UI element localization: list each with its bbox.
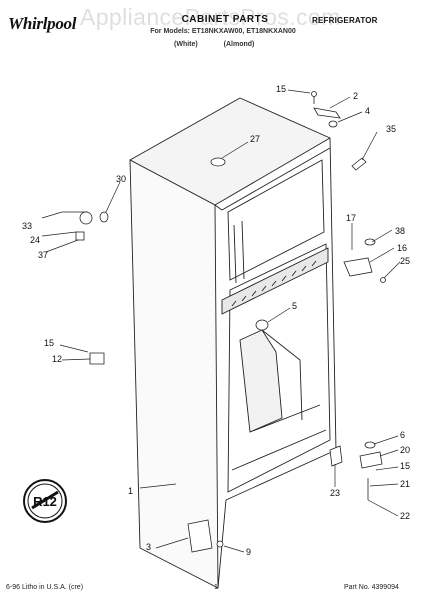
liner-shelf	[239, 329, 283, 433]
callout-12: 12	[52, 354, 63, 364]
callout-30: 30	[116, 174, 127, 184]
brand-logo: Whirlpool	[8, 14, 77, 33]
callout-9: 9	[246, 547, 252, 557]
color-variants: (White) (Almond)	[174, 41, 278, 48]
callout-24: 24	[30, 235, 41, 245]
variant-almond: (Almond)	[223, 41, 255, 48]
callout-17: 17	[346, 213, 357, 223]
callout-33: 33	[22, 221, 33, 231]
center-hinge-part	[343, 257, 373, 277]
leveling-leg-part	[187, 519, 213, 553]
callout-1: 1	[128, 486, 134, 496]
callout-16: 16	[397, 243, 408, 253]
bolt-part	[351, 157, 367, 171]
callout-23: 23	[330, 488, 341, 498]
callout-35: 35	[386, 124, 397, 134]
litho-note: 6-96 Litho in U.S.A. (cre)	[6, 584, 84, 591]
callout-25: 25	[400, 256, 411, 266]
variant-white: (White)	[174, 41, 198, 48]
callout-22: 22	[400, 511, 411, 521]
washer-part	[328, 120, 338, 128]
bracket-part	[79, 211, 93, 225]
door-stop-part	[255, 319, 269, 331]
diagram-title: CABINET PARTS	[181, 14, 269, 25]
model-numbers: For Models: ET18NKXAW00, ET18NKXAN00	[150, 28, 296, 35]
cap-part	[99, 211, 109, 223]
freezer-opening	[227, 159, 325, 281]
part-number: Part No. 4399094	[344, 584, 399, 591]
r12-badge-label: R12	[33, 494, 57, 509]
callout-20: 20	[400, 445, 411, 455]
top-hinge-part	[313, 107, 341, 119]
bushing-part	[75, 231, 85, 241]
callout-37: 37	[38, 250, 49, 260]
mullion	[221, 247, 329, 315]
screw-part	[311, 91, 317, 97]
r12-refrigerant-badge: R12	[23, 479, 67, 523]
door-closure-part	[89, 352, 105, 365]
appliance-category: REFRIGERATOR	[312, 16, 378, 25]
watermark-text: AppliancePartsPros.com	[80, 4, 341, 30]
bottom-bracket-part	[329, 445, 343, 467]
callout-5: 5	[292, 301, 298, 311]
callout-15: 15	[44, 338, 55, 348]
bottom-hinge-part	[359, 451, 383, 469]
callout-6: 6	[400, 430, 406, 440]
callout-21: 21	[400, 479, 411, 489]
callout-4: 4	[365, 106, 371, 116]
callout-15: 15	[276, 84, 287, 94]
callout-38: 38	[395, 226, 406, 236]
callout-27: 27	[250, 134, 261, 144]
callout-3: 3	[146, 542, 152, 552]
callout-15: 15	[400, 461, 411, 471]
callout-2: 2	[353, 91, 359, 101]
top-plug-part	[210, 157, 226, 167]
page-number: 1	[214, 584, 218, 591]
